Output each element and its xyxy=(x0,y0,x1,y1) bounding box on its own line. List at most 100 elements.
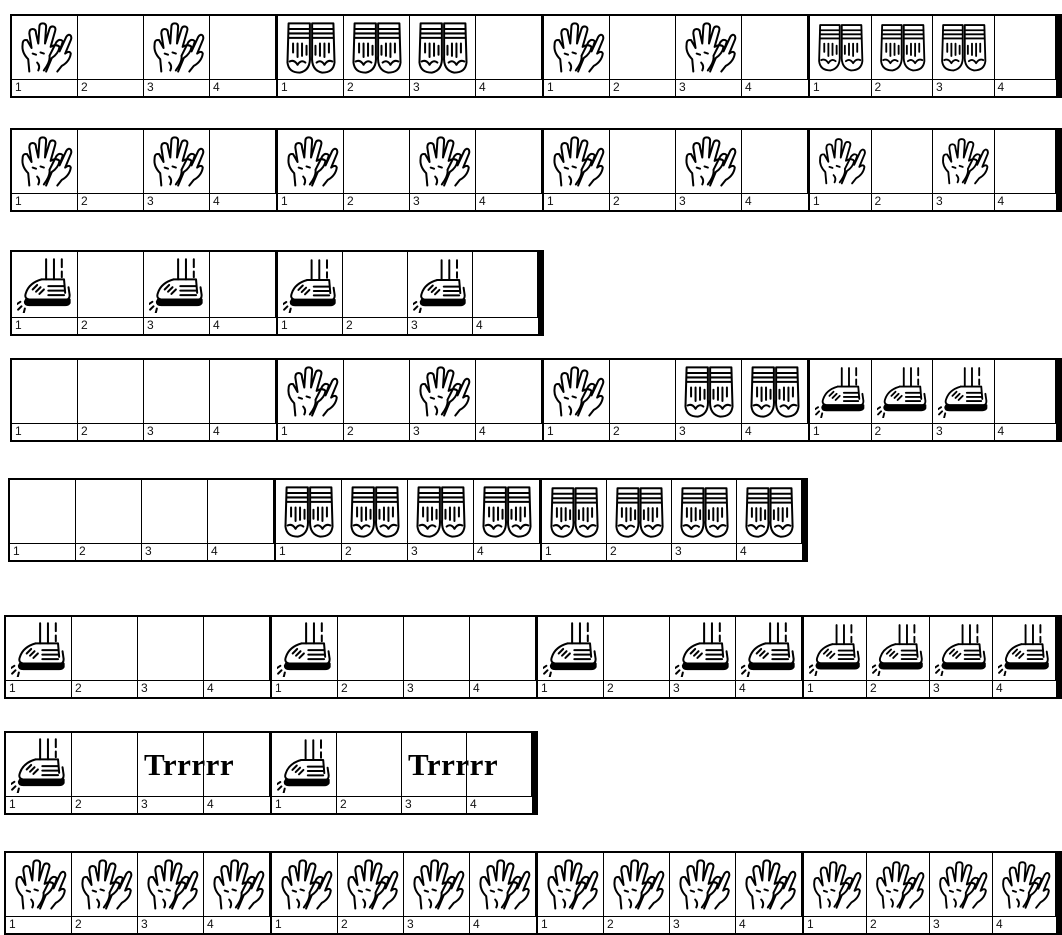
measure: 1234 xyxy=(276,128,544,212)
beat-cell-clap xyxy=(544,360,610,424)
beat-cell-pat xyxy=(933,16,995,80)
beat-number: 4 xyxy=(470,681,536,697)
beat-cell-stamp xyxy=(670,617,736,681)
beat-number: 4 xyxy=(204,917,270,933)
stamp-icon xyxy=(935,623,988,676)
clap-icon xyxy=(681,134,737,190)
beat-cell-pat xyxy=(342,480,408,544)
beat-cell-stamp xyxy=(6,733,72,797)
stamp-icon xyxy=(11,621,67,677)
beat-cell-stamp xyxy=(736,617,802,681)
clap-icon xyxy=(609,857,665,913)
pat-icon xyxy=(938,22,990,74)
beat-number: 3 xyxy=(138,681,204,697)
beat-cell-stamp xyxy=(933,360,995,424)
beat-number: 2 xyxy=(76,544,142,560)
beat-cell-rest xyxy=(210,130,276,194)
clap-icon xyxy=(809,859,862,912)
beat-number: 1 xyxy=(810,194,872,210)
beat-cell-clap xyxy=(538,853,604,917)
beat-cell-rest xyxy=(338,617,404,681)
clap-icon xyxy=(343,857,399,913)
beat-cell-clap xyxy=(12,130,78,194)
beat-cell-rest xyxy=(78,16,144,80)
clap-icon xyxy=(149,20,205,76)
beat-number: 1 xyxy=(278,80,344,96)
beat-number: 1 xyxy=(544,194,610,210)
beat-cell-clap xyxy=(544,16,610,80)
beat-cell-rest xyxy=(76,480,142,544)
measure: 1234 xyxy=(274,478,542,562)
beat-number: 3 xyxy=(676,80,742,96)
beat-number: 4 xyxy=(476,80,542,96)
beat-cell-rest xyxy=(995,360,1057,424)
beat-cell-rest xyxy=(473,252,538,318)
beat-number: 2 xyxy=(610,194,676,210)
beat-number: 2 xyxy=(343,318,408,334)
clap-icon xyxy=(998,859,1051,912)
beat-number: 2 xyxy=(78,424,144,440)
beat-cell-rest xyxy=(210,252,276,318)
clap-icon xyxy=(549,134,605,190)
beat-number: 4 xyxy=(742,80,808,96)
beat-number: 2 xyxy=(872,80,934,96)
beat-cell-clap xyxy=(930,853,993,917)
clap-icon xyxy=(543,857,599,913)
beat-cell-pat xyxy=(276,480,342,544)
beat-number: 3 xyxy=(670,917,736,933)
clap-icon xyxy=(675,857,731,913)
pat-icon xyxy=(742,485,797,540)
beat-number: 1 xyxy=(544,424,610,440)
pat-icon xyxy=(815,22,867,74)
stamp-icon xyxy=(815,366,867,418)
beat-cell-pat xyxy=(542,480,607,544)
pat-icon xyxy=(681,364,737,420)
beat-cell-rest xyxy=(210,360,276,424)
beat-number: 1 xyxy=(276,544,342,560)
beat-cell-rest xyxy=(210,16,276,80)
beat-number: 4 xyxy=(473,318,538,334)
beat-number: 4 xyxy=(210,318,276,334)
beat-number: 3 xyxy=(142,544,208,560)
beat-number: 4 xyxy=(204,797,270,813)
beat-number: 2 xyxy=(78,318,144,334)
trill-text: Trrrrr xyxy=(408,747,498,783)
beat-number: 3 xyxy=(144,80,210,96)
clap-icon xyxy=(935,859,988,912)
beat-number: 2 xyxy=(867,917,930,933)
beat-number-strip: 1234 xyxy=(538,916,802,933)
beat-number: 3 xyxy=(410,80,476,96)
beat-cell-rest xyxy=(78,130,144,194)
beat-cell-rest xyxy=(995,130,1057,194)
beat-cell-rest xyxy=(72,733,138,797)
beat-cell-clap xyxy=(676,130,742,194)
beat-number: 1 xyxy=(12,80,78,96)
beat-cell-rest xyxy=(78,252,144,318)
beat-number: 4 xyxy=(476,424,542,440)
beat-cell-stamp xyxy=(408,252,473,318)
beat-number: 1 xyxy=(12,194,78,210)
beat-cell-rest xyxy=(204,617,270,681)
measure: 1234 xyxy=(270,851,538,935)
beat-cell-pat xyxy=(737,480,802,544)
clap-icon xyxy=(17,134,73,190)
measure: 1234 xyxy=(4,851,272,935)
beat-number: 4 xyxy=(742,424,808,440)
beat-number: 3 xyxy=(933,424,995,440)
beat-number: 1 xyxy=(6,681,72,697)
beat-cell-stamp xyxy=(278,252,343,318)
beat-number: 3 xyxy=(138,917,204,933)
clap-icon xyxy=(741,857,797,913)
